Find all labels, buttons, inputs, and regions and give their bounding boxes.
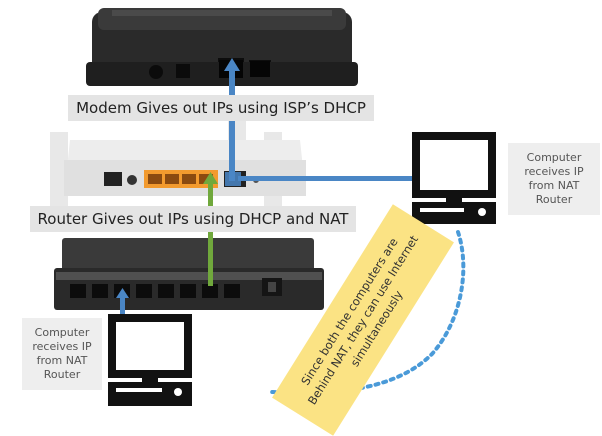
computer-left-label: Computer receives IP from NAT Router	[22, 318, 102, 390]
label-line: from NAT	[528, 179, 580, 192]
modem-device	[86, 8, 358, 86]
router-lan-ports	[144, 170, 218, 188]
router-caption-text: Router Gives out IPs using DHCP and NAT	[37, 210, 349, 228]
label-line: Router	[535, 193, 573, 206]
label-line: Computer	[34, 326, 90, 339]
blue-cable-modem-router	[224, 58, 241, 186]
computer-right	[412, 132, 496, 224]
computer-left	[108, 314, 192, 406]
label-line: receives IP	[32, 340, 92, 353]
modem-caption-text: Modem Gives out IPs using ISP’s DHCP	[76, 99, 366, 117]
modem-caption: Modem Gives out IPs using ISP’s DHCP	[68, 95, 374, 121]
computer-right-label: Computer receives IP from NAT Router	[508, 143, 600, 215]
label-line: Computer	[526, 151, 582, 164]
router-caption: Router Gives out IPs using DHCP and NAT	[30, 206, 356, 232]
switch-device	[54, 238, 324, 310]
blue-cable-router-computer	[238, 176, 414, 181]
green-cable-router-switch	[203, 172, 218, 286]
computer-tower-icon	[412, 202, 496, 224]
router-device	[50, 112, 306, 210]
label-line: receives IP	[524, 165, 584, 178]
label-line: Router	[43, 368, 81, 381]
label-line: from NAT	[36, 354, 88, 367]
